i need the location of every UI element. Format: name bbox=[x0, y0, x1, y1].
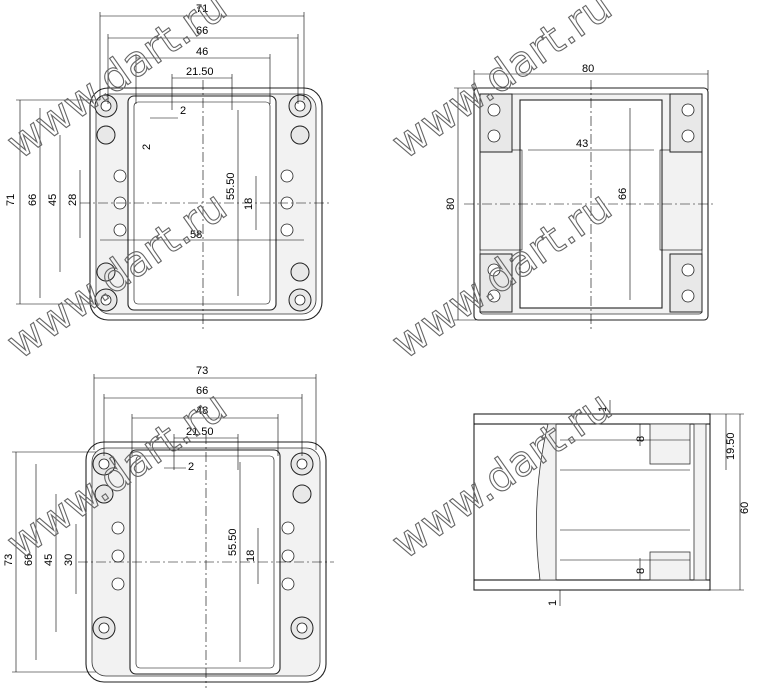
view-top-left: 71 66 46 21.50 2 71 66 45 28 2 55.50 18 bbox=[5, 3, 330, 330]
dim-label: 18 bbox=[245, 550, 257, 562]
dim-label: 60 bbox=[739, 502, 751, 514]
dim-label: 45 bbox=[43, 554, 55, 566]
pcb-post-icon bbox=[111, 577, 125, 591]
lid-corner-block bbox=[669, 253, 703, 313]
pcb-post-icon bbox=[113, 169, 127, 183]
screw-hole-icon bbox=[100, 100, 112, 112]
mount-boss bbox=[292, 484, 312, 504]
dim-label: 73 bbox=[196, 365, 208, 377]
screw-hole-icon bbox=[487, 129, 501, 143]
dim-label: 30 bbox=[63, 554, 75, 566]
dim-label: 55.50 bbox=[225, 172, 237, 200]
dim-label: 2 bbox=[141, 144, 153, 150]
dim-label: 55.50 bbox=[227, 528, 239, 556]
dim-label: 73 bbox=[3, 554, 15, 566]
dim-label: 2 bbox=[188, 461, 194, 473]
pcb-post-icon bbox=[281, 549, 295, 563]
view-bottom-left: 73 66 48 21.50 2 73 66 45 30 55.50 18 bbox=[3, 365, 334, 688]
mount-boss bbox=[96, 125, 116, 145]
lid-corner-block bbox=[669, 93, 703, 153]
pcb-post-icon bbox=[111, 549, 125, 563]
wall-section bbox=[693, 423, 707, 581]
dim-label: 19.50 bbox=[725, 432, 737, 460]
screw-hole-icon bbox=[487, 289, 501, 303]
dim-label: 80 bbox=[445, 198, 457, 210]
dim-label: 2 bbox=[180, 105, 186, 117]
dim-label: 45 bbox=[47, 194, 59, 206]
dim-label: 66 bbox=[196, 385, 208, 397]
boss-section bbox=[649, 423, 691, 465]
dim-label: 21.50 bbox=[186, 426, 214, 438]
screw-hole-icon bbox=[296, 622, 308, 634]
mount-boss bbox=[290, 262, 310, 282]
screw-hole-icon bbox=[487, 263, 501, 277]
screw-hole-icon bbox=[98, 622, 110, 634]
screw-hole-icon bbox=[294, 294, 306, 306]
view-top-right: 80 80 43 66 bbox=[445, 63, 716, 330]
screw-hole-icon bbox=[681, 289, 695, 303]
view-bottom-right: 60 19.50 1 8 8 1 bbox=[473, 400, 751, 606]
dim-label: 66 bbox=[27, 194, 39, 206]
pcb-post-icon bbox=[280, 223, 294, 237]
mount-boss bbox=[94, 484, 114, 504]
pcb-post-icon bbox=[113, 223, 127, 237]
mount-boss bbox=[96, 262, 116, 282]
dim-label: 71 bbox=[5, 194, 17, 206]
dim-label: 80 bbox=[582, 63, 594, 75]
dim-label: 8 bbox=[635, 568, 647, 574]
pcb-post-icon bbox=[281, 577, 295, 591]
dim-label: 8 bbox=[635, 436, 647, 442]
dim-label: 58 bbox=[190, 229, 202, 241]
wall-section bbox=[536, 423, 557, 581]
dim-label: 21.50 bbox=[186, 66, 214, 78]
dim-label: 46 bbox=[196, 46, 208, 58]
pcb-post-icon bbox=[280, 169, 294, 183]
dim-label: 71 bbox=[196, 3, 208, 15]
dim-label: 66 bbox=[23, 554, 35, 566]
dim-label: 1 bbox=[597, 406, 609, 412]
lid-corner-block bbox=[479, 253, 513, 313]
screw-hole-icon bbox=[296, 458, 308, 470]
dim-label: 18 bbox=[243, 198, 255, 210]
pcb-post-icon bbox=[281, 521, 295, 535]
boss-section bbox=[649, 551, 691, 581]
screw-hole-icon bbox=[98, 458, 110, 470]
lid-corner-block bbox=[479, 93, 513, 153]
dim-label: 28 bbox=[67, 194, 79, 206]
screw-hole-icon bbox=[681, 129, 695, 143]
mount-boss bbox=[290, 125, 310, 145]
dim-label: 48 bbox=[196, 405, 208, 417]
screw-hole-icon bbox=[100, 294, 112, 306]
screw-hole-icon bbox=[681, 263, 695, 277]
screw-hole-icon bbox=[294, 100, 306, 112]
dim-label: 66 bbox=[617, 188, 629, 200]
pcb-post-icon bbox=[111, 521, 125, 535]
screw-hole-icon bbox=[681, 103, 695, 117]
screw-hole-icon bbox=[487, 103, 501, 117]
dim-label: 1 bbox=[547, 600, 559, 606]
dim-label: 66 bbox=[196, 25, 208, 37]
dim-label: 43 bbox=[576, 138, 588, 150]
